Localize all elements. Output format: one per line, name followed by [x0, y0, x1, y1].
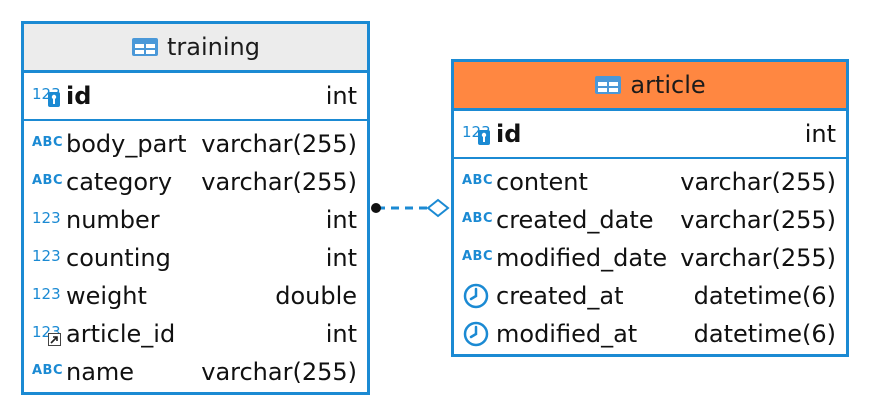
column-name: id [496, 120, 522, 148]
column-name: created_date [496, 206, 654, 234]
column-row[interactable]: 123 article_id int [24, 315, 367, 353]
column-type: int [325, 82, 357, 110]
column-row[interactable]: ABC modified_date varchar(255) [454, 239, 846, 277]
column-name: id [66, 82, 92, 110]
column-type: double [275, 282, 357, 310]
column-list: ABC content varchar(255) ABC created_dat… [454, 159, 846, 353]
numeric-foreign-key-icon: 123 [32, 321, 62, 347]
column-row[interactable]: ABC category varchar(255) [24, 163, 367, 201]
abc-icon: ABC [462, 173, 494, 188]
abc-icon: ABC [32, 363, 64, 378]
abc-icon: ABC [32, 173, 64, 188]
column-type: datetime(6) [693, 282, 836, 310]
table-training[interactable]: training 123 id int ABC body_part varcha… [21, 21, 370, 395]
pk-row[interactable]: 123 id int [24, 73, 367, 121]
column-name: number [66, 206, 160, 234]
column-row[interactable]: ABC content varchar(255) [454, 163, 846, 201]
clock-icon [462, 321, 492, 347]
column-row[interactable]: ABC created_date varchar(255) [454, 201, 846, 239]
relationship-target-diamond [426, 198, 450, 218]
column-type: varchar(255) [201, 130, 357, 158]
column-type: int [325, 206, 357, 234]
column-row[interactable]: created_at datetime(6) [454, 277, 846, 315]
column-row[interactable]: ABC body_part varchar(255) [24, 125, 367, 163]
column-type: varchar(255) [680, 206, 836, 234]
column-name: article_id [66, 320, 176, 348]
column-name: category [66, 168, 173, 196]
column-type: int [804, 120, 836, 148]
column-type: varchar(255) [201, 168, 357, 196]
clock-icon [462, 283, 492, 309]
column-type: varchar(255) [201, 358, 357, 386]
column-row[interactable]: modified_at datetime(6) [454, 315, 846, 353]
column-type: int [325, 244, 357, 272]
column-name: body_part [66, 130, 187, 158]
column-row[interactable]: 123 counting int [24, 239, 367, 277]
column-type: varchar(255) [680, 168, 836, 196]
numeric-key-icon: 123 [32, 83, 62, 109]
column-name: created_at [496, 282, 624, 310]
numeric-icon: 123 [32, 285, 61, 303]
relationship-source-dot [371, 203, 381, 213]
column-row[interactable]: 123 weight double [24, 277, 367, 315]
column-row[interactable]: 123 number int [24, 201, 367, 239]
numeric-key-icon: 123 [462, 121, 492, 147]
pk-row[interactable]: 123 id int [454, 111, 846, 159]
table-header[interactable]: article [454, 62, 846, 111]
column-type: datetime(6) [693, 320, 836, 348]
abc-icon: ABC [32, 135, 64, 150]
column-name: content [496, 168, 588, 196]
column-name: name [66, 358, 135, 386]
numeric-icon: 123 [32, 247, 61, 265]
column-name: weight [66, 282, 147, 310]
table-header[interactable]: training [24, 24, 367, 73]
table-title: article [630, 71, 706, 99]
column-row[interactable]: ABC name varchar(255) [24, 353, 367, 391]
table-article[interactable]: article 123 id int ABC content varchar(2… [451, 59, 849, 357]
column-name: counting [66, 244, 171, 272]
numeric-icon: 123 [32, 209, 61, 227]
abc-icon: ABC [462, 249, 494, 264]
column-name: modified_at [496, 320, 638, 348]
column-type: int [325, 320, 357, 348]
column-list: ABC body_part varchar(255) ABC category … [24, 121, 367, 391]
column-name: modified_date [496, 244, 668, 272]
table-icon [132, 38, 158, 56]
table-title: training [167, 33, 260, 61]
table-icon [595, 76, 622, 94]
abc-icon: ABC [462, 211, 494, 226]
column-type: varchar(255) [680, 244, 836, 272]
